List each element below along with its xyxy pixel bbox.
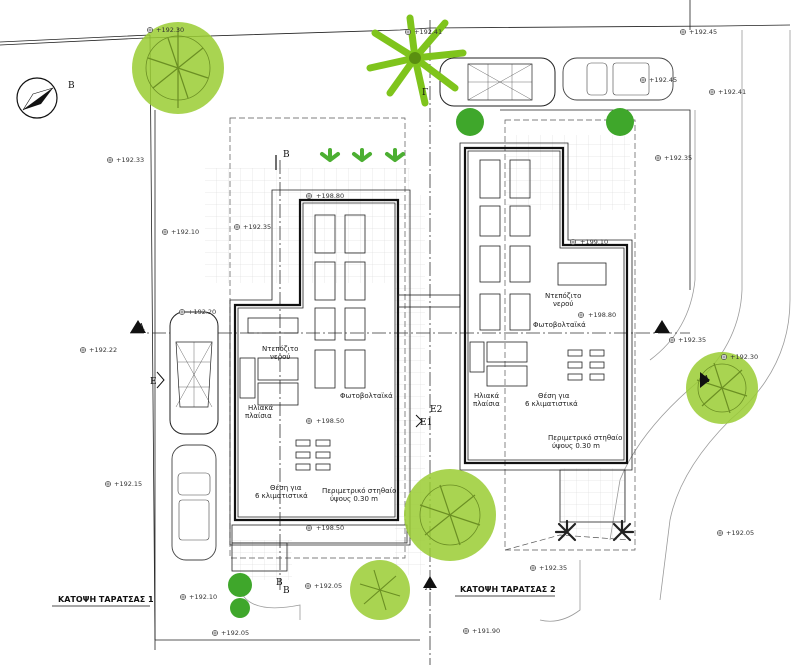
ac-label-1: Θέση για 6 κλιματιστικά [255, 484, 308, 500]
elev-ground: +192.22 [89, 346, 117, 354]
section-mark-b-top: Β [283, 150, 290, 160]
elev-ground: +192.05 [726, 529, 754, 537]
elev-ground: +192.30 [156, 26, 184, 34]
elev-ground: +192.35 [539, 564, 567, 572]
parapet-label-1: Περιμετρικό στηθαίο ύψους 0.30 m [322, 487, 399, 503]
section-mark-a-left: Α [137, 323, 145, 333]
elev-ground: +192.35 [678, 336, 706, 344]
section-mark-e1: Ε1 [420, 418, 432, 428]
tree-bottom-left [350, 560, 410, 620]
section-mark-b-bottom: Β [283, 586, 290, 596]
solar-label-2: Ηλιακά πλαίσια [473, 392, 501, 408]
ac-units-2 [567, 349, 605, 381]
pv-panels-1 [314, 214, 366, 389]
elev-b2-mid: +198.80 [588, 311, 616, 319]
water-tank-label-1: Ντεπόζιτο νερού [262, 345, 301, 361]
pv-panels-2 [479, 159, 531, 331]
section-mark-e: Ε [150, 377, 157, 387]
elev-ground: +192.45 [649, 76, 677, 84]
pv-label-2: Φωτοβολταϊκά [533, 321, 586, 329]
north-arrow [16, 77, 58, 119]
plan-title-2-group: ΚΑΤΟΨΗ ΤΑΡΑΤΣΑΣ 2 [455, 585, 556, 597]
north-letter: B [68, 81, 75, 91]
section-mark-b-left: Β [276, 578, 283, 588]
section-mark-a-right: Α [658, 323, 666, 333]
car-left-top [169, 311, 219, 435]
tree-center-bottom [404, 469, 496, 561]
elev-ground: +192.35 [664, 154, 692, 162]
elev-b1-mid: +198.50 [316, 417, 344, 425]
section-marks: Α Α Β Β Γ Α Δ Ε Ε1 Ε2 Β [130, 88, 710, 596]
plan-title-1-group: ΚΑΤΟΨΗ ΤΑΡΑΤΣΑΣ 1 [52, 595, 154, 607]
elev-ground: +192.41 [718, 88, 746, 96]
elev-ground: +191.90 [472, 627, 500, 635]
car-top-right [562, 57, 674, 101]
elev-b2-top: +199.10 [580, 238, 608, 246]
elev-ground: +192.20 [188, 308, 216, 316]
elev-ground: +192.10 [189, 593, 217, 601]
ac-units-1 [295, 439, 331, 471]
building-2 [459, 142, 633, 523]
elev-ground: +192.41 [414, 28, 442, 36]
shrubs-small [228, 108, 634, 618]
building-2-labels: Ντεπόζιτο νερού Φωτοβολταϊκά Ηλιακά πλαί… [473, 238, 625, 450]
agave-plants [554, 519, 635, 542]
elev-ground: +192.35 [243, 223, 271, 231]
elev-ground: +192.15 [114, 480, 142, 488]
water-tank-2 [557, 262, 607, 286]
water-tank-label-2: Ντεπόζιτο νερού [545, 292, 584, 308]
tree-right [686, 352, 758, 424]
tree-top-left [132, 22, 224, 114]
plan-title-2: ΚΑΤΟΨΗ ΤΑΡΑΤΣΑΣ 2 [460, 585, 556, 594]
elev-ground: +192.05 [221, 629, 249, 637]
section-mark-e2: Ε2 [430, 405, 442, 415]
parapet-label-2: Περιμετρικό στηθαίο ύψους 0.30 m [548, 434, 625, 450]
ground-elevations: +192.30 +192.41 +192.45 +192.45 +192.41 … [80, 26, 758, 637]
section-mark-g-top: Γ [422, 88, 428, 98]
pv-label-1: Φωτοβολταϊκά [340, 392, 393, 400]
building-1-labels: Ντεπόζιτο νερού Φωτοβολταϊκά Ηλιακά πλαί… [245, 192, 399, 532]
elev-b1-bottom: +198.50 [316, 524, 344, 532]
water-tank-1 [247, 317, 299, 334]
building-1 [229, 189, 411, 572]
section-axes [130, 20, 690, 665]
elev-ground: +192.33 [116, 156, 144, 164]
plan-title-1: ΚΑΤΟΨΗ ΤΑΡΑΤΣΑΣ 1 [58, 595, 154, 604]
elev-ground: +192.05 [314, 582, 342, 590]
ac-label-2: Θέση για 6 κλιματιστικά [525, 392, 578, 408]
car-left-bottom [171, 444, 217, 561]
car-top-middle [439, 57, 556, 107]
elev-ground: +192.45 [689, 28, 717, 36]
elev-b1-top: +198.80 [316, 192, 344, 200]
elev-ground: +192.10 [171, 228, 199, 236]
elev-ground: +192.30 [730, 353, 758, 361]
solar-label-1: Ηλιακά πλαίσια [245, 404, 275, 420]
palm-tree-top [366, 14, 467, 107]
